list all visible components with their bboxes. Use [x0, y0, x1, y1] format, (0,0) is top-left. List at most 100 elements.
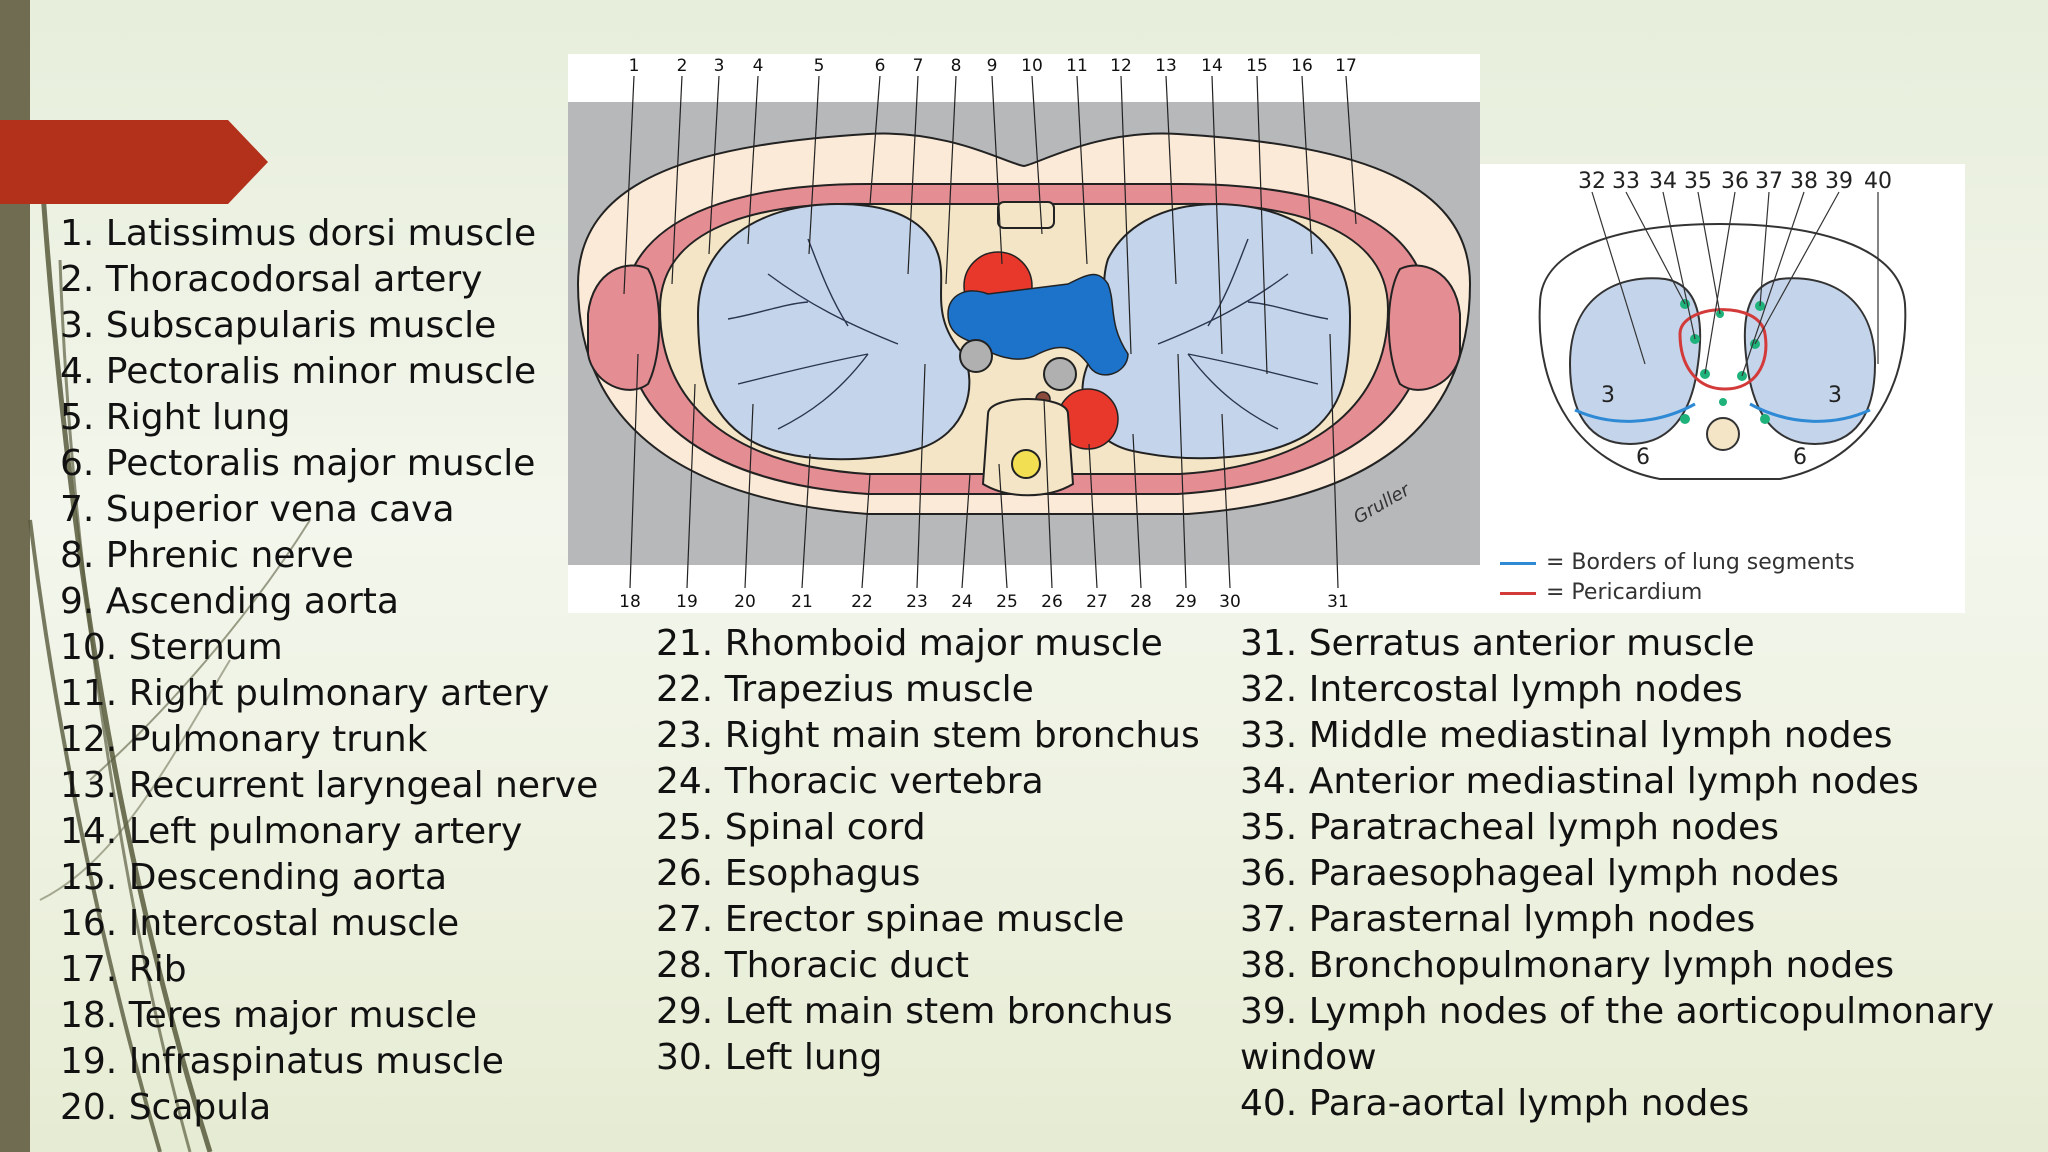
blue-line-swatch [1500, 561, 1536, 565]
leader-line [1301, 75, 1313, 255]
figure-label: 15 [1246, 56, 1268, 76]
leader-line [1345, 75, 1357, 225]
legend-item: 6. Pectoralis major muscle [60, 443, 536, 484]
figure-label: 38 [1790, 169, 1818, 194]
leader-line [1076, 75, 1088, 265]
leader-line [861, 473, 871, 589]
leader-line [801, 453, 811, 589]
legend-item: 5. Right lung [60, 397, 291, 438]
figure-label: 25 [996, 592, 1018, 612]
figure-label: 17 [1335, 56, 1357, 76]
figure-label: 30 [1219, 592, 1241, 612]
segment-label: 3 [1828, 383, 1842, 408]
leader-line [1256, 75, 1268, 375]
figure-label: 4 [753, 56, 764, 76]
leader-line [1177, 353, 1187, 589]
legend-item: 11. Right pulmonary artery [60, 673, 550, 714]
legend-item: 7. Superior vena cava [60, 489, 455, 530]
figure-label: 12 [1110, 56, 1132, 76]
legend-item: 24. Thoracic vertebra [656, 761, 1044, 802]
legend-item: 31. Serratus anterior muscle [1240, 623, 1755, 664]
leader-line [1031, 75, 1043, 235]
leader-line [1088, 443, 1098, 589]
leader-line [869, 75, 881, 205]
legend-item: 28. Thoracic duct [656, 945, 969, 986]
thorax-cross-section-figure: 1 2 3 4 5 6 7 8 9 10 11 12 13 14 15 16 1… [568, 54, 1480, 613]
figure-label: 13 [1155, 56, 1177, 76]
figure-label: 34 [1649, 169, 1677, 194]
title-pointer-arrow [0, 120, 268, 204]
figure-label: 6 [875, 56, 886, 76]
legend-item: 10. Sternum [60, 627, 283, 668]
legend-item: 26. Esophagus [656, 853, 921, 894]
legend-column-3: 31. Serratus anterior muscle 32. Interco… [1240, 621, 2000, 1127]
figure-label: 7 [913, 56, 924, 76]
figure-label: 23 [906, 592, 928, 612]
leader-line [744, 403, 754, 589]
legend-item: 15. Descending aorta [60, 857, 448, 898]
figure-label: 2 [677, 56, 688, 76]
figure-label: 37 [1755, 169, 1783, 194]
figure-label: 9 [987, 56, 998, 76]
figure-label: 28 [1130, 592, 1152, 612]
legend-item: 35. Paratracheal lymph nodes [1240, 807, 1780, 848]
right-lung-shape [696, 202, 971, 461]
segment-label: 3 [1601, 383, 1615, 408]
leader-line [907, 75, 919, 275]
legend-item: 22. Trapezius muscle [656, 669, 1034, 710]
legend-row-segment-border: = Borders of lung segments [1500, 548, 1855, 578]
leader-line [1329, 333, 1339, 589]
legend-item: 13. Recurrent laryngeal nerve [60, 765, 599, 806]
legend-item: 39. Lymph nodes of the aorticopulmonary … [1240, 991, 1995, 1078]
figure-label: 32 [1578, 169, 1606, 194]
figure-label: 39 [1825, 169, 1853, 194]
leader-line [991, 75, 1003, 265]
legend-item: 2. Thoracodorsal artery [60, 259, 483, 300]
leader-line [629, 353, 639, 589]
figure-label: 10 [1021, 56, 1043, 76]
figure-label: 19 [676, 592, 698, 612]
legend-item: 32. Intercostal lymph nodes [1240, 669, 1743, 710]
figure-label: 8 [951, 56, 962, 76]
figure-label: 11 [1066, 56, 1088, 76]
segment-label: 6 [1793, 445, 1807, 470]
figure-label: 22 [851, 592, 873, 612]
figure-label: 29 [1175, 592, 1197, 612]
legend-item: 36. Paraesophageal lymph nodes [1240, 853, 1839, 894]
figure-label: 40 [1864, 169, 1892, 194]
legend-text: = Borders of lung segments [1546, 550, 1855, 575]
figure-label: 5 [814, 56, 825, 76]
legend-item: 17. Rib [60, 949, 187, 990]
legend-item: 14. Left pulmonary artery [60, 811, 523, 852]
legend-item: 23. Right main stem bronchus [656, 715, 1200, 756]
lymph-node-figure: 32 33 34 35 36 37 38 39 40 3 6 3 6 [1480, 164, 1965, 613]
figure-label: 14 [1201, 56, 1223, 76]
legend-item: 3. Subscapularis muscle [60, 305, 497, 346]
figure-label: 35 [1684, 169, 1712, 194]
legend-item: 30. Left lung [656, 1037, 883, 1078]
figure-label: 26 [1041, 592, 1063, 612]
figure-label: 20 [734, 592, 756, 612]
leader-line [1211, 75, 1223, 355]
left-lung-shape [1081, 202, 1352, 460]
leader-line [808, 75, 820, 255]
leader-line [916, 363, 926, 589]
side-figure-legend: = Borders of lung segments = Pericardium [1500, 548, 1855, 608]
legend-item: 16. Intercostal muscle [60, 903, 460, 944]
legend-item: 4. Pectoralis minor muscle [60, 351, 537, 392]
legend-item: 21. Rhomboid major muscle [656, 623, 1163, 664]
legend-item: 25. Spinal cord [656, 807, 926, 848]
figure-label: 24 [951, 592, 973, 612]
leader-line [1221, 413, 1231, 589]
leader-line [1132, 433, 1142, 589]
legend-item: 12. Pulmonary trunk [60, 719, 428, 760]
figure-label: 16 [1291, 56, 1313, 76]
legend-item: 27. Erector spinae muscle [656, 899, 1125, 940]
leader-line [1043, 398, 1053, 589]
legend-item: 9. Ascending aorta [60, 581, 399, 622]
figure-label: 21 [791, 592, 813, 612]
legend-item: 38. Bronchopulmonary lymph nodes [1240, 945, 1895, 986]
legend-item: 1. Latissimus dorsi muscle [60, 213, 537, 254]
leader-line [1165, 75, 1177, 285]
figure-label: 1 [629, 56, 640, 76]
